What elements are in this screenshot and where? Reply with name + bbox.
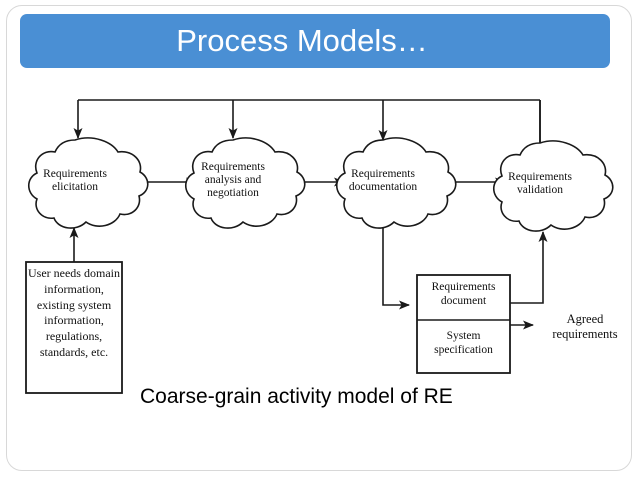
- agreed-requirements-line1: Agreed: [566, 312, 604, 326]
- agreed-requirements-label: Agreed requirements: [539, 312, 631, 342]
- user-needs-box: [25, 261, 123, 394]
- requirements-document-label: Requirements document: [419, 281, 508, 308]
- activity-cloud-elicitation: [27, 137, 149, 229]
- requirements-document-label-line2: document: [440, 294, 487, 307]
- slide-title-bar: Process Models…: [20, 14, 610, 68]
- user-needs-text: User needs domain information, existing …: [28, 266, 120, 359]
- diagram-caption: Coarse-grain activity model of RE: [140, 385, 453, 408]
- activity-cloud-validation: [492, 140, 614, 232]
- flow-arrow-document-to-validation: [510, 231, 548, 304]
- requirements-document-label-line1: Requirements: [431, 281, 496, 293]
- activity-cloud-analysis: [184, 137, 306, 229]
- system-specification-label-line2: specification: [434, 343, 493, 356]
- system-specification-label: System specification: [419, 330, 508, 357]
- requirements-document-box: [416, 274, 511, 374]
- flow-arrow-documentation-to-document: [382, 226, 410, 310]
- activity-cloud-documentation: [335, 137, 457, 229]
- page-title: Process Models…: [176, 23, 428, 58]
- system-specification-label-line1: System: [446, 330, 481, 342]
- agreed-requirements-line2: requirements: [552, 327, 618, 341]
